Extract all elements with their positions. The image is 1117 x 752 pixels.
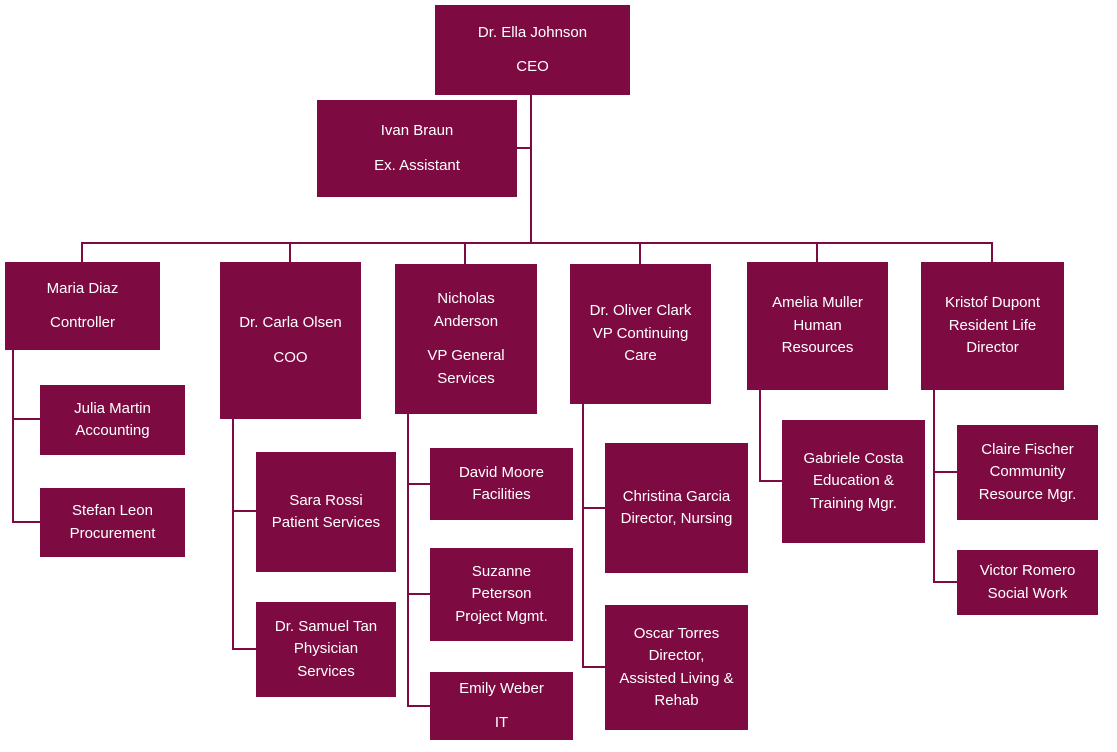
person-name: Nicholas Anderson xyxy=(433,290,499,330)
person-title: Community Resource Mgr. xyxy=(978,463,1077,503)
person-title: Education & Training Mgr. xyxy=(810,472,897,512)
person-title: Director, Assisted Living & Rehab xyxy=(619,647,734,709)
person-name: Christina Garcia xyxy=(622,487,731,505)
person-title: Accounting xyxy=(75,422,150,439)
node-facilities: David Moore Facilities xyxy=(430,448,573,520)
person-name: Dr. Oliver Clark xyxy=(589,302,692,320)
person-title: Director, Nursing xyxy=(620,510,733,527)
accounting-stub-connector xyxy=(12,418,40,420)
person-title: Facilities xyxy=(472,486,531,503)
facilities-stub-connector xyxy=(407,483,430,485)
person-title: Project Mgmt. xyxy=(455,607,548,625)
it-stub-connector xyxy=(407,705,430,707)
node-vp-continuing-care: Dr. Oliver Clark VP Continuing Care xyxy=(570,264,711,404)
node-vp-general-services: Nicholas Anderson VP General Services xyxy=(395,264,537,414)
person-name: Dr. Ella Johnson xyxy=(477,23,588,41)
hr-hang-connector xyxy=(759,390,761,482)
node-director-nursing: Christina Garcia Director, Nursing xyxy=(605,443,748,573)
nursing-stub-connector xyxy=(582,507,605,509)
node-education-training: Gabriele Costa Education & Training Mgr. xyxy=(782,420,925,543)
person-title: Social Work xyxy=(987,584,1068,602)
vp-general-drop-connector xyxy=(464,243,466,264)
main-bar-connector xyxy=(81,242,993,244)
node-physician-services: Dr. Samuel Tan Physician Services xyxy=(256,602,396,697)
person-title: Human Resources xyxy=(781,316,854,357)
education-training-stub-connector xyxy=(759,480,782,482)
person-name: Victor Romero xyxy=(979,562,1076,579)
person-title: VP Continuing Care xyxy=(592,324,689,365)
person-name: Dr. Carla Olsen xyxy=(239,314,342,331)
node-social-work: Victor Romero Social Work xyxy=(957,550,1098,615)
person-name: Julia Martin xyxy=(74,399,151,417)
node-ceo: Dr. Ella Johnson CEO xyxy=(435,5,630,95)
person-name: Stefan Leon xyxy=(72,502,153,519)
person-title: Controller xyxy=(49,314,116,331)
person-title: Procurement xyxy=(69,524,156,542)
procurement-stub-connector xyxy=(12,521,40,523)
person-name: Gabriele Costa xyxy=(803,449,904,467)
social-work-stub-connector xyxy=(933,581,957,583)
assisted-living-stub-connector xyxy=(582,666,605,668)
vp-care-drop-connector xyxy=(639,243,641,264)
person-name: Suzanne Peterson xyxy=(471,562,532,603)
node-resident-life-director: Kristof Dupont Resident Life Director xyxy=(921,262,1064,390)
resident-life-drop-connector xyxy=(991,243,993,262)
controller-hang-connector xyxy=(12,350,14,523)
node-assistant: Ivan Braun Ex. Assistant xyxy=(317,100,517,197)
node-human-resources: Amelia Muller Human Resources xyxy=(747,262,888,390)
node-coo: Dr. Carla Olsen COO xyxy=(220,262,361,419)
node-procurement: Stefan Leon Procurement xyxy=(40,488,185,557)
person-title: Physician Services xyxy=(293,640,359,680)
node-accounting: Julia Martin Accounting xyxy=(40,385,185,455)
vp-care-hang-connector xyxy=(582,404,584,668)
person-name: David Moore xyxy=(458,463,545,481)
resident-life-hang-connector xyxy=(933,390,935,583)
person-name: Maria Diaz xyxy=(46,279,119,297)
vp-general-hang-connector xyxy=(407,414,409,707)
person-name: Oscar Torres xyxy=(633,624,720,642)
node-controller: Maria Diaz Controller xyxy=(5,262,160,350)
person-name: Emily Weber xyxy=(459,679,544,697)
person-title: CEO xyxy=(516,58,549,75)
controller-drop-connector xyxy=(81,243,83,262)
assistant-stub-connector xyxy=(517,147,531,149)
person-title: VP General Services xyxy=(427,347,505,387)
person-title: COO xyxy=(273,348,308,366)
physician-services-stub-connector xyxy=(232,648,256,650)
person-name: Ivan Braun xyxy=(380,122,454,139)
person-title: IT xyxy=(494,714,509,731)
node-it: Emily Weber IT xyxy=(430,672,573,740)
person-name: Sara Rossi xyxy=(289,491,363,509)
person-name: Kristof Dupont xyxy=(944,294,1041,312)
person-title: Ex. Assistant xyxy=(374,156,460,174)
node-patient-services: Sara Rossi Patient Services xyxy=(256,452,396,572)
node-assisted-living-rehab: Oscar Torres Director, Assisted Living &… xyxy=(605,605,748,730)
coo-drop-connector xyxy=(289,243,291,262)
person-title: Resident Life Director xyxy=(948,316,1037,357)
hr-drop-connector xyxy=(816,243,818,262)
patient-services-stub-connector xyxy=(232,510,256,512)
person-title: Patient Services xyxy=(271,514,381,531)
person-name: Amelia Muller xyxy=(772,294,863,312)
ceo-drop-connector xyxy=(530,95,532,243)
coo-hang-connector xyxy=(232,419,234,650)
community-resource-stub-connector xyxy=(933,471,957,473)
node-project-mgmt: Suzanne Peterson Project Mgmt. xyxy=(430,548,573,641)
node-community-resource: Claire Fischer Community Resource Mgr. xyxy=(957,425,1098,520)
person-name: Claire Fischer xyxy=(981,440,1074,458)
person-name: Dr. Samuel Tan xyxy=(274,617,378,635)
project-mgmt-stub-connector xyxy=(407,593,430,595)
